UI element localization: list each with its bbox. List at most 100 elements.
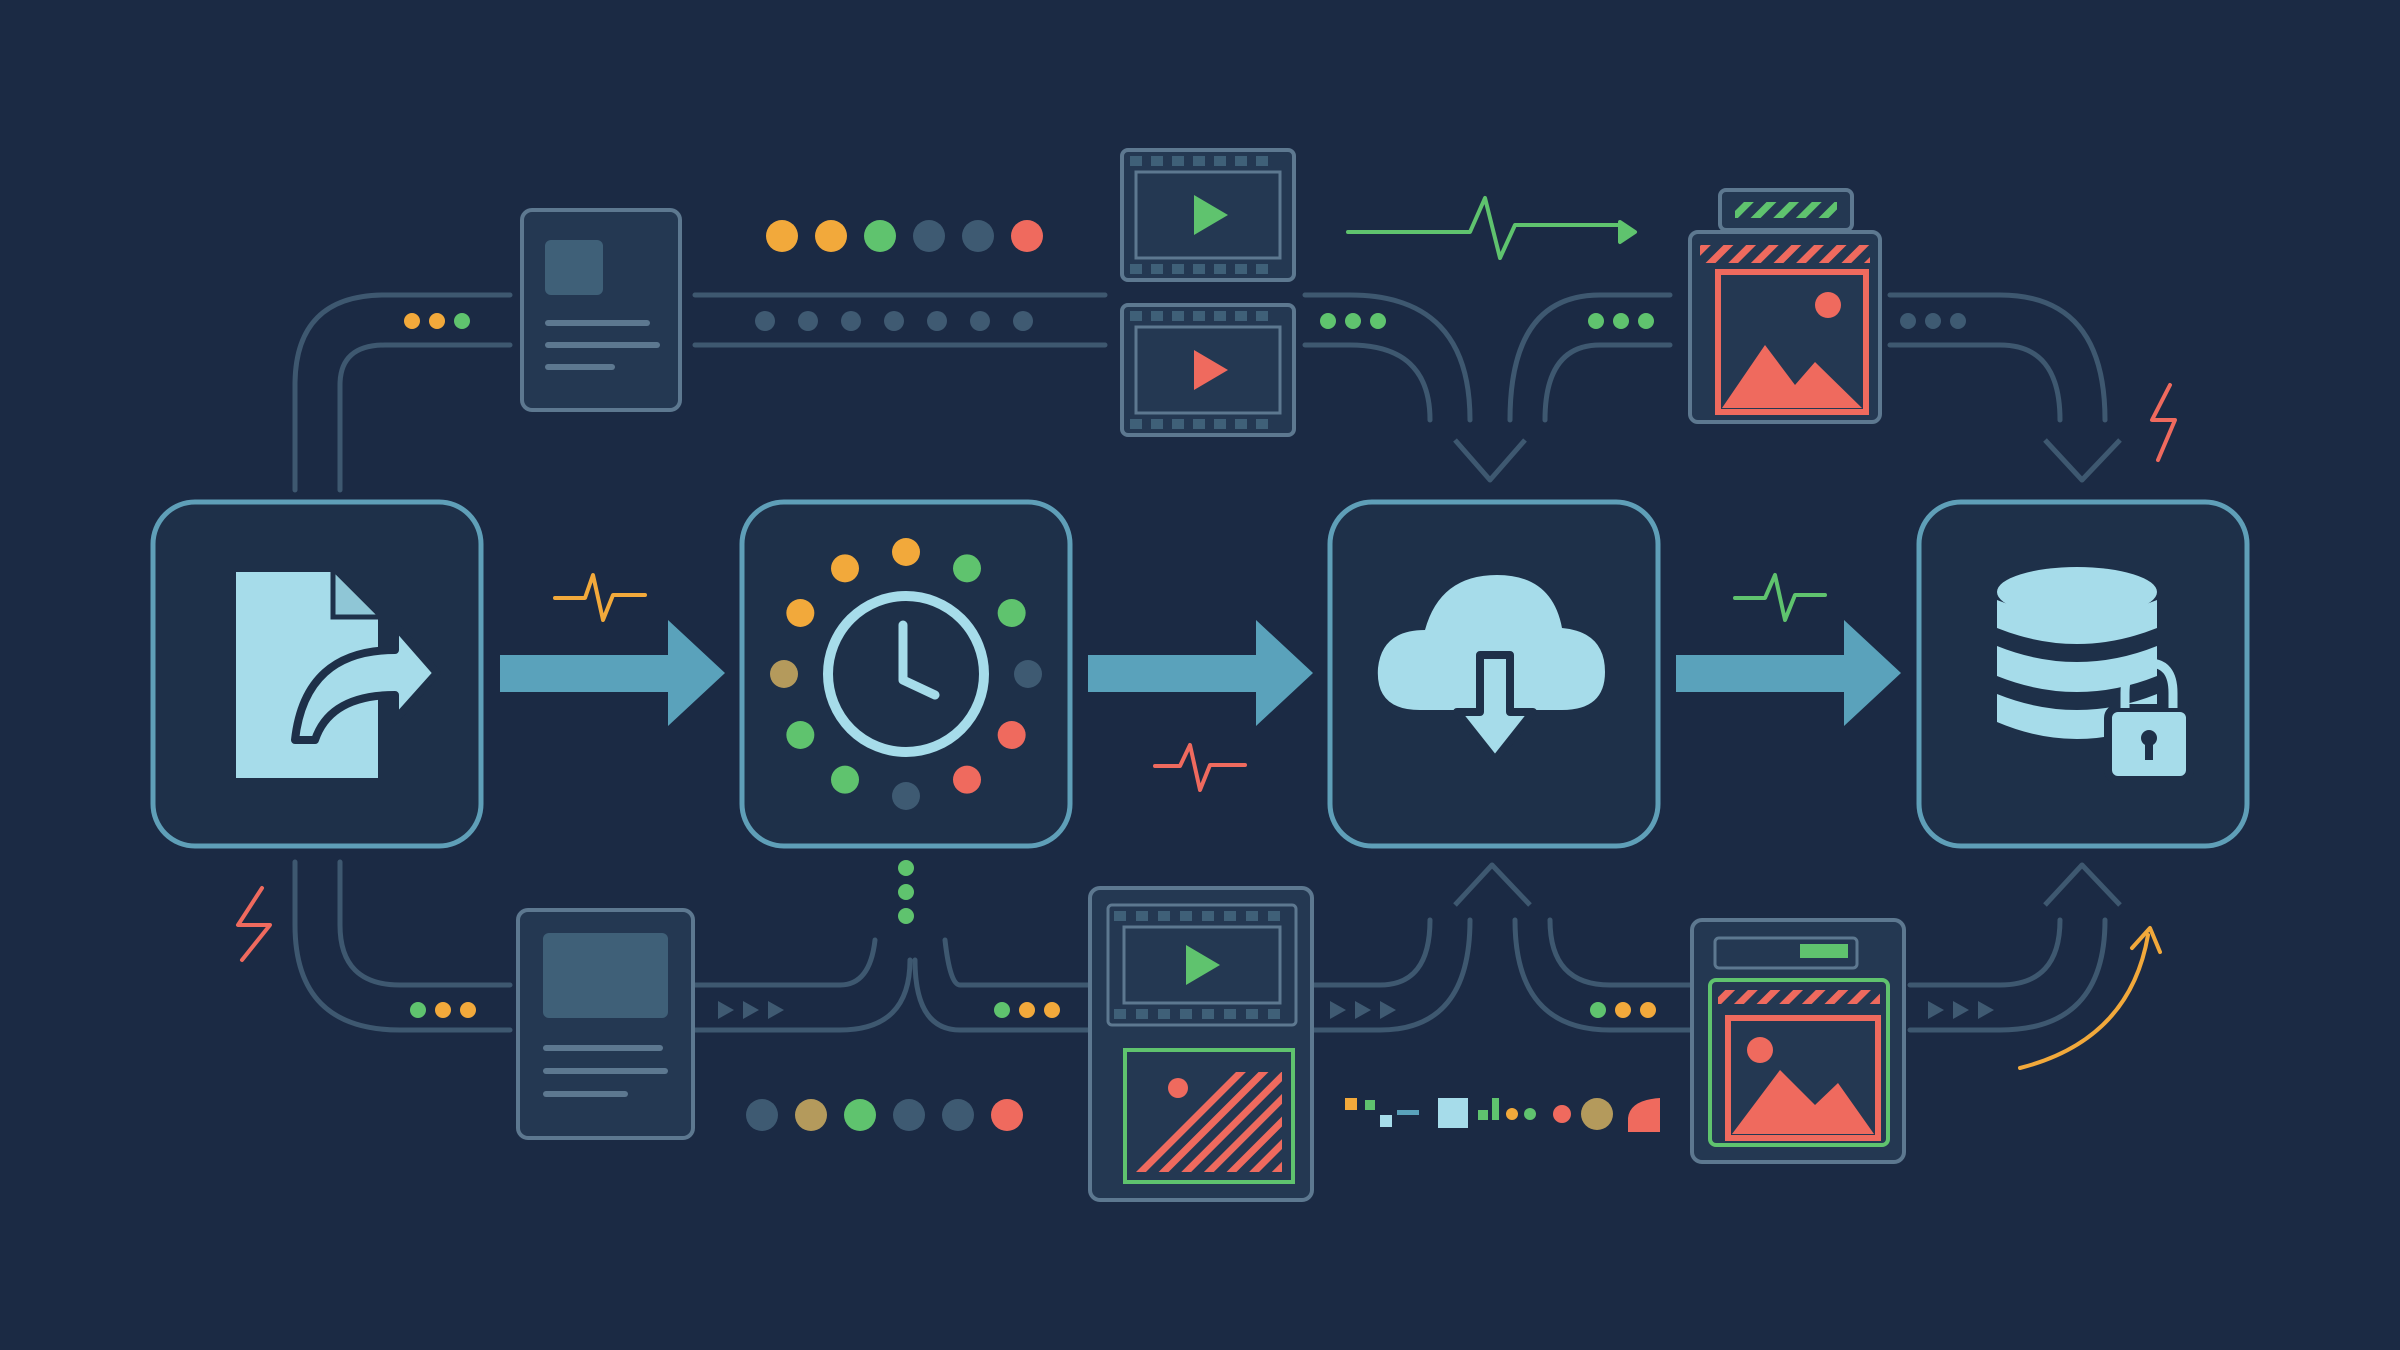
status-dot bbox=[1011, 220, 1043, 252]
pipe-top-right bbox=[1887, 292, 2108, 423]
status-dot bbox=[844, 1099, 876, 1131]
pipe-top-left bbox=[292, 292, 513, 493]
connector-dot bbox=[1640, 1002, 1656, 1018]
image-card-top[interactable] bbox=[1688, 188, 1882, 424]
pipe-bottom-left bbox=[292, 859, 513, 1033]
video-card-top-1[interactable] bbox=[1120, 148, 1296, 282]
connector-dot bbox=[404, 313, 420, 329]
document-card-bottom[interactable] bbox=[516, 908, 695, 1140]
clock-status-dot bbox=[770, 660, 798, 688]
stage-export-node[interactable] bbox=[150, 499, 484, 849]
video-card-top-2[interactable] bbox=[1120, 303, 1296, 437]
lightning-icon bbox=[2150, 383, 2177, 462]
video-play-icon bbox=[1186, 945, 1220, 985]
heartbeat-icon bbox=[553, 573, 647, 622]
clock-status-dot bbox=[953, 554, 981, 583]
pipe-bottom-right bbox=[1907, 917, 2108, 1033]
clock-status-dot bbox=[831, 554, 859, 583]
pulse-marks bbox=[236, 196, 2177, 1070]
heartbeat-arrowhead bbox=[1618, 220, 1637, 244]
pipe-bottom-merge-left-inner bbox=[1307, 917, 1433, 988]
chevron-icon bbox=[1330, 1001, 1346, 1019]
clock-status-dot bbox=[892, 538, 920, 566]
rail-dot bbox=[1013, 311, 1033, 331]
flow-arrow-schedule-to-download bbox=[1088, 620, 1313, 726]
status-dot bbox=[942, 1099, 974, 1131]
pipe-bottom-merge-right bbox=[1512, 917, 1693, 1033]
pipe-top-merge-right bbox=[1507, 292, 1673, 423]
clock-status-ring bbox=[770, 538, 1042, 810]
connector-dot bbox=[1044, 1002, 1060, 1018]
rail-dot bbox=[841, 311, 861, 331]
connector-dot bbox=[994, 1002, 1010, 1018]
pipe-bottom-to-video-inner bbox=[942, 937, 1093, 988]
status-dot bbox=[815, 220, 847, 252]
status-dots-bottom bbox=[746, 1099, 1023, 1131]
pipe-network bbox=[292, 292, 2108, 1033]
connector-dot bbox=[1588, 313, 1604, 329]
connector-dot bbox=[1370, 313, 1386, 329]
flow-chevrons bbox=[718, 1001, 1994, 1019]
document-card-icon bbox=[545, 240, 603, 295]
connector-dot bbox=[1900, 313, 1916, 329]
connector-dot bbox=[1638, 313, 1654, 329]
clock-status-dot bbox=[786, 599, 815, 627]
heartbeat-icon bbox=[1733, 573, 1827, 622]
rail-dot bbox=[884, 311, 904, 331]
lightning-icon bbox=[236, 886, 272, 962]
clock-icon bbox=[823, 591, 989, 757]
video-play-icon bbox=[1194, 195, 1228, 235]
document-card-icon bbox=[543, 933, 668, 1018]
lock-icon bbox=[2104, 658, 2194, 784]
arrowhead-up-storage bbox=[2043, 862, 2122, 907]
stage-download-node[interactable] bbox=[1327, 499, 1661, 849]
document-card-top[interactable] bbox=[520, 208, 682, 412]
chevron-icon bbox=[1978, 1001, 1994, 1019]
status-dot bbox=[746, 1099, 778, 1131]
status-dot bbox=[991, 1099, 1023, 1131]
stage-schedule-node[interactable] bbox=[739, 499, 1073, 849]
pipe-bottom-rail bbox=[692, 957, 913, 1033]
cloud-download-icon bbox=[1377, 575, 1605, 764]
curved-arrow-head bbox=[2130, 926, 2162, 954]
heartbeat-icon bbox=[1346, 196, 1622, 260]
pipe-bottom-merge-right-inner bbox=[1547, 917, 1693, 988]
chevron-icon bbox=[1355, 1001, 1371, 1019]
video-image-card-bottom[interactable] bbox=[1088, 886, 1314, 1202]
pipe-top-right-inner bbox=[1887, 342, 2063, 423]
clock-status-dot bbox=[892, 782, 920, 810]
rail-dot bbox=[927, 311, 947, 331]
glitch-pixels bbox=[1345, 1098, 1660, 1132]
connector-dot bbox=[1615, 1002, 1631, 1018]
chevron-icon bbox=[768, 1001, 784, 1019]
pipe-bottom-left-inner bbox=[337, 859, 513, 988]
rail-dot bbox=[798, 311, 818, 331]
clock-status-dot bbox=[997, 599, 1026, 627]
image-card-bottom[interactable] bbox=[1690, 918, 1906, 1164]
connector-dot bbox=[1590, 1002, 1606, 1018]
connector-dot bbox=[1925, 313, 1941, 329]
arrowhead-up-download bbox=[1453, 862, 1532, 907]
status-dot bbox=[864, 220, 896, 252]
clock-status-dot bbox=[997, 721, 1026, 749]
video-play-icon bbox=[1194, 350, 1228, 390]
file-export-icon bbox=[236, 572, 441, 778]
pipe-top-merge-left bbox=[1302, 292, 1473, 423]
chevron-icon bbox=[1380, 1001, 1396, 1019]
curved-arrow-icon bbox=[2018, 933, 2150, 1070]
connector-dot bbox=[429, 313, 445, 329]
status-dot bbox=[766, 220, 798, 252]
rail-dot bbox=[755, 311, 775, 331]
connector-dot bbox=[1345, 313, 1361, 329]
pipe-bottom-right-inner bbox=[1907, 917, 2063, 988]
flow-arrow-export-to-schedule bbox=[500, 620, 725, 726]
chevron-icon bbox=[1953, 1001, 1969, 1019]
pipe-bottom-merge-left bbox=[1307, 917, 1473, 1033]
status-dot bbox=[795, 1099, 827, 1131]
pipe-arrowheads bbox=[1453, 438, 2122, 907]
connector-dot bbox=[1320, 313, 1336, 329]
video-cards bbox=[1088, 148, 1314, 1202]
connector-dot bbox=[410, 1002, 426, 1018]
arrowhead-down-storage bbox=[2043, 438, 2122, 483]
stage-storage-node[interactable] bbox=[1916, 499, 2250, 849]
